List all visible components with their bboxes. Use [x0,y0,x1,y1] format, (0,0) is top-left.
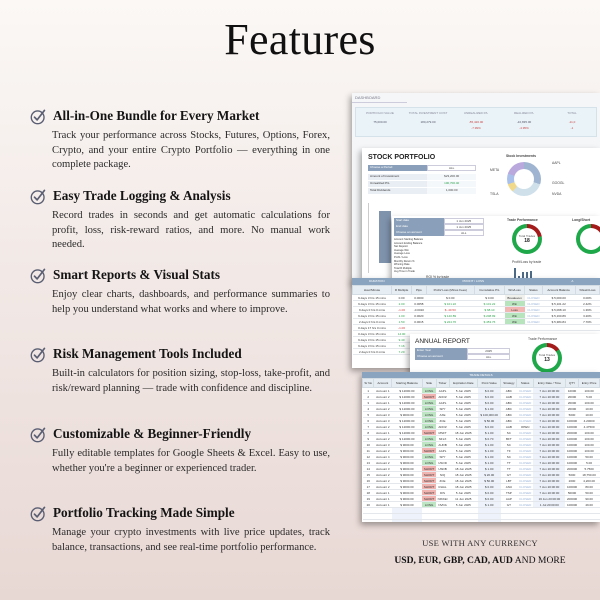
feature-description: Fully editable templates for Google Shee… [52,448,330,474]
long-short-donut [576,224,600,254]
feature-item: Risk Management Tools Included Built-in … [30,344,330,396]
feature-title: Customizable & Beginner-Friendly [53,426,252,441]
empty-row [362,519,600,522]
feature-description: Record trades in seconds and get automat… [52,210,330,250]
currency-tagline: USE WITH ANY CURRENCY [422,538,538,548]
currency-caption: USE WITH ANY CURRENCY USD, EUR, GBP, CAD… [380,538,580,566]
feature-item: Customizable & Beginner-Friendly Fully e… [30,424,330,476]
trade-performance-title: Trade Performance [507,218,538,222]
feature-description: Enjoy clear charts, dashboards, and perf… [52,289,330,315]
kpi-card: REALIZED P/L-10,835.00-4.95% [513,111,534,130]
check-circle-icon [30,427,46,442]
check-circle-icon [30,347,46,362]
feature-title: Portfolio Tracking Made Simple [53,505,235,520]
investment-bar-chart [368,203,392,273]
stock-portfolio-title: STOCK PORTFOLIO [368,154,436,161]
feature-item: Easy Trade Logging & Analysis Record tra… [30,186,330,253]
feature-description: Built-in calculators for position sizing… [52,368,330,394]
feature-title: Smart Reports & Visual Stats [53,267,221,282]
feature-title: All-in-One Bundle for Every Market [53,108,260,123]
feature-description: Manage your crypto investments with live… [52,527,330,553]
annual-report-title: ANNUAL REPORT [415,338,470,345]
check-circle-icon [30,109,46,124]
page-title: Features [224,15,376,64]
empty-row [362,513,600,520]
empty-row [362,507,600,514]
donut-title: Stock Investments [506,154,536,158]
feature-description: Track your performance across Stocks, Fu… [52,130,330,170]
roi-chart-title: ROI % by trade [426,275,450,279]
check-circle-icon [30,189,46,204]
summary-row: Amount of Investment$23,200.00 [368,174,476,180]
stock-investments-donut [507,162,541,196]
check-circle-icon [30,506,46,521]
trade-details-band: TRADE DETAILS [362,372,600,378]
kpi-card: UNREALIZED P/L-55,420.00-7.99% [463,111,489,130]
table-row: 9 days 0 hrs 0 mins-1.00-0.0010$ -40.50$… [352,306,600,313]
feature-title: Easy Trade Logging & Analysis [53,188,231,203]
feature-item: Portfolio Tracking Made Simple Manage yo… [30,503,330,555]
kpi-card: TOTAL-11,0-1 [567,111,577,130]
feature-item: All-in-One Bundle for Every Market Track… [30,106,330,173]
currency-list: USD, EUR, GBP, CAD, AUD AND MORE [394,555,566,566]
dashboard-header: DASHBOARD [352,93,407,103]
feature-title: Risk Management Tools Included [53,346,242,361]
table-row: 0 days 17 hrs 0 mins-1.00 [352,324,600,331]
check-circle-icon [30,268,46,283]
profit-loss-chart-title: Profit/Loss by trade [512,260,542,264]
feature-item: Smart Reports & Visual Stats Enjoy clear… [30,265,330,317]
